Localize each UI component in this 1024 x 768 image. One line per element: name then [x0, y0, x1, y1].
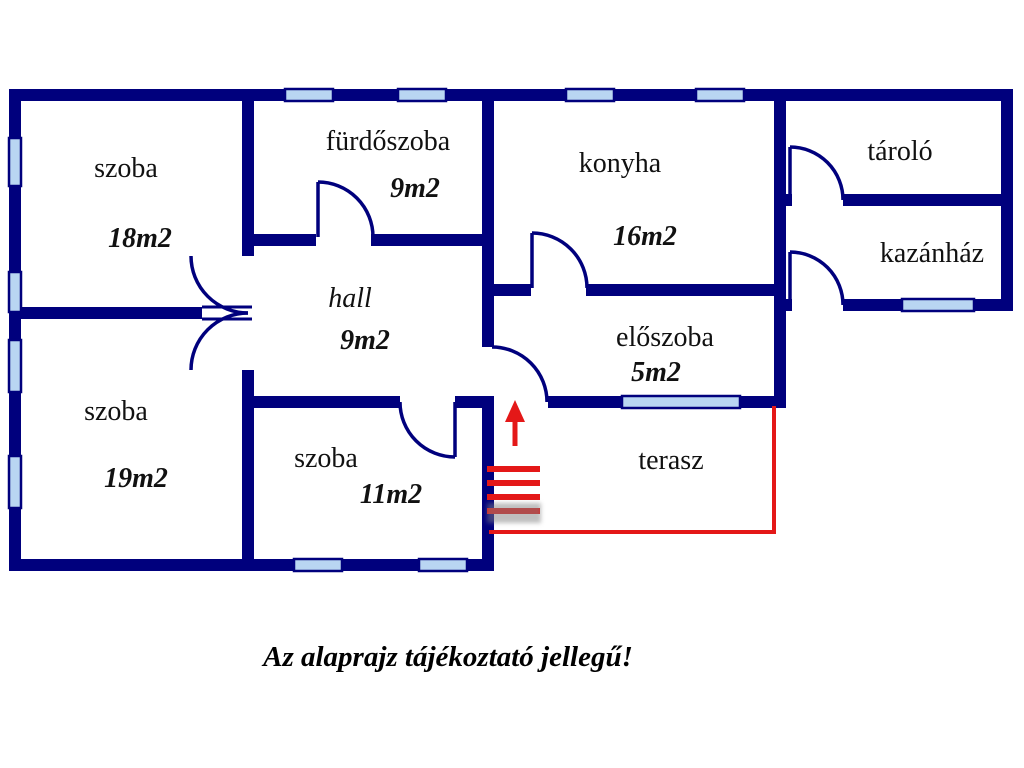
terrace-group [487, 400, 776, 534]
room-area-szoba18: 18m2 [108, 223, 172, 254]
window [620, 394, 742, 410]
door-arc [531, 231, 589, 289]
labels-group: szoba 18m2 fürdőszoba 9m2 konyha 16m2 tá… [84, 126, 984, 673]
room-area-eloszoba: 5m2 [631, 357, 681, 388]
door-arc [789, 250, 845, 306]
window [7, 454, 23, 510]
window [7, 270, 23, 314]
walls-group [9, 89, 1013, 571]
window [283, 87, 335, 103]
entry-arrow-head [505, 400, 525, 422]
room-area-szoba19: 19m2 [104, 463, 168, 494]
room-label-terasz: terasz [638, 445, 703, 476]
room-label-szoba18: szoba [94, 153, 158, 184]
door-arc [789, 145, 845, 201]
window [694, 87, 746, 103]
disclaimer-caption: Az alaprajz tájékoztató jellegű! [261, 641, 633, 673]
room-label-hall: hall [328, 283, 372, 314]
room-area-hall: 9m2 [340, 325, 390, 356]
double-door-arc [189, 255, 249, 315]
room-area-konyha: 16m2 [613, 221, 677, 252]
window [7, 136, 23, 188]
room-area-furdoszoba: 9m2 [390, 173, 440, 204]
room-label-furdoszoba: fürdőszoba [326, 126, 451, 157]
watermark-smudge [487, 503, 541, 523]
window [417, 557, 469, 573]
room-label-szoba19: szoba [84, 396, 148, 427]
window [900, 297, 976, 313]
window [564, 87, 616, 103]
window [7, 338, 23, 394]
room-label-konyha: konyha [579, 148, 662, 179]
door-arc [317, 180, 375, 238]
room-label-kazanhaz: kazánház [880, 238, 984, 269]
room-area-szoba11: 11m2 [360, 479, 422, 510]
window [396, 87, 448, 103]
room-label-eloszoba: előszoba [616, 322, 715, 353]
terrace-outline [489, 406, 776, 534]
door-arc [491, 345, 549, 403]
doors-group [189, 145, 845, 459]
window [292, 557, 344, 573]
double-door-arc [189, 311, 249, 371]
room-label-szoba11: szoba [294, 443, 358, 474]
room-label-tarolo: tároló [867, 136, 932, 167]
windows-group [7, 87, 976, 573]
door-arc [398, 401, 456, 459]
